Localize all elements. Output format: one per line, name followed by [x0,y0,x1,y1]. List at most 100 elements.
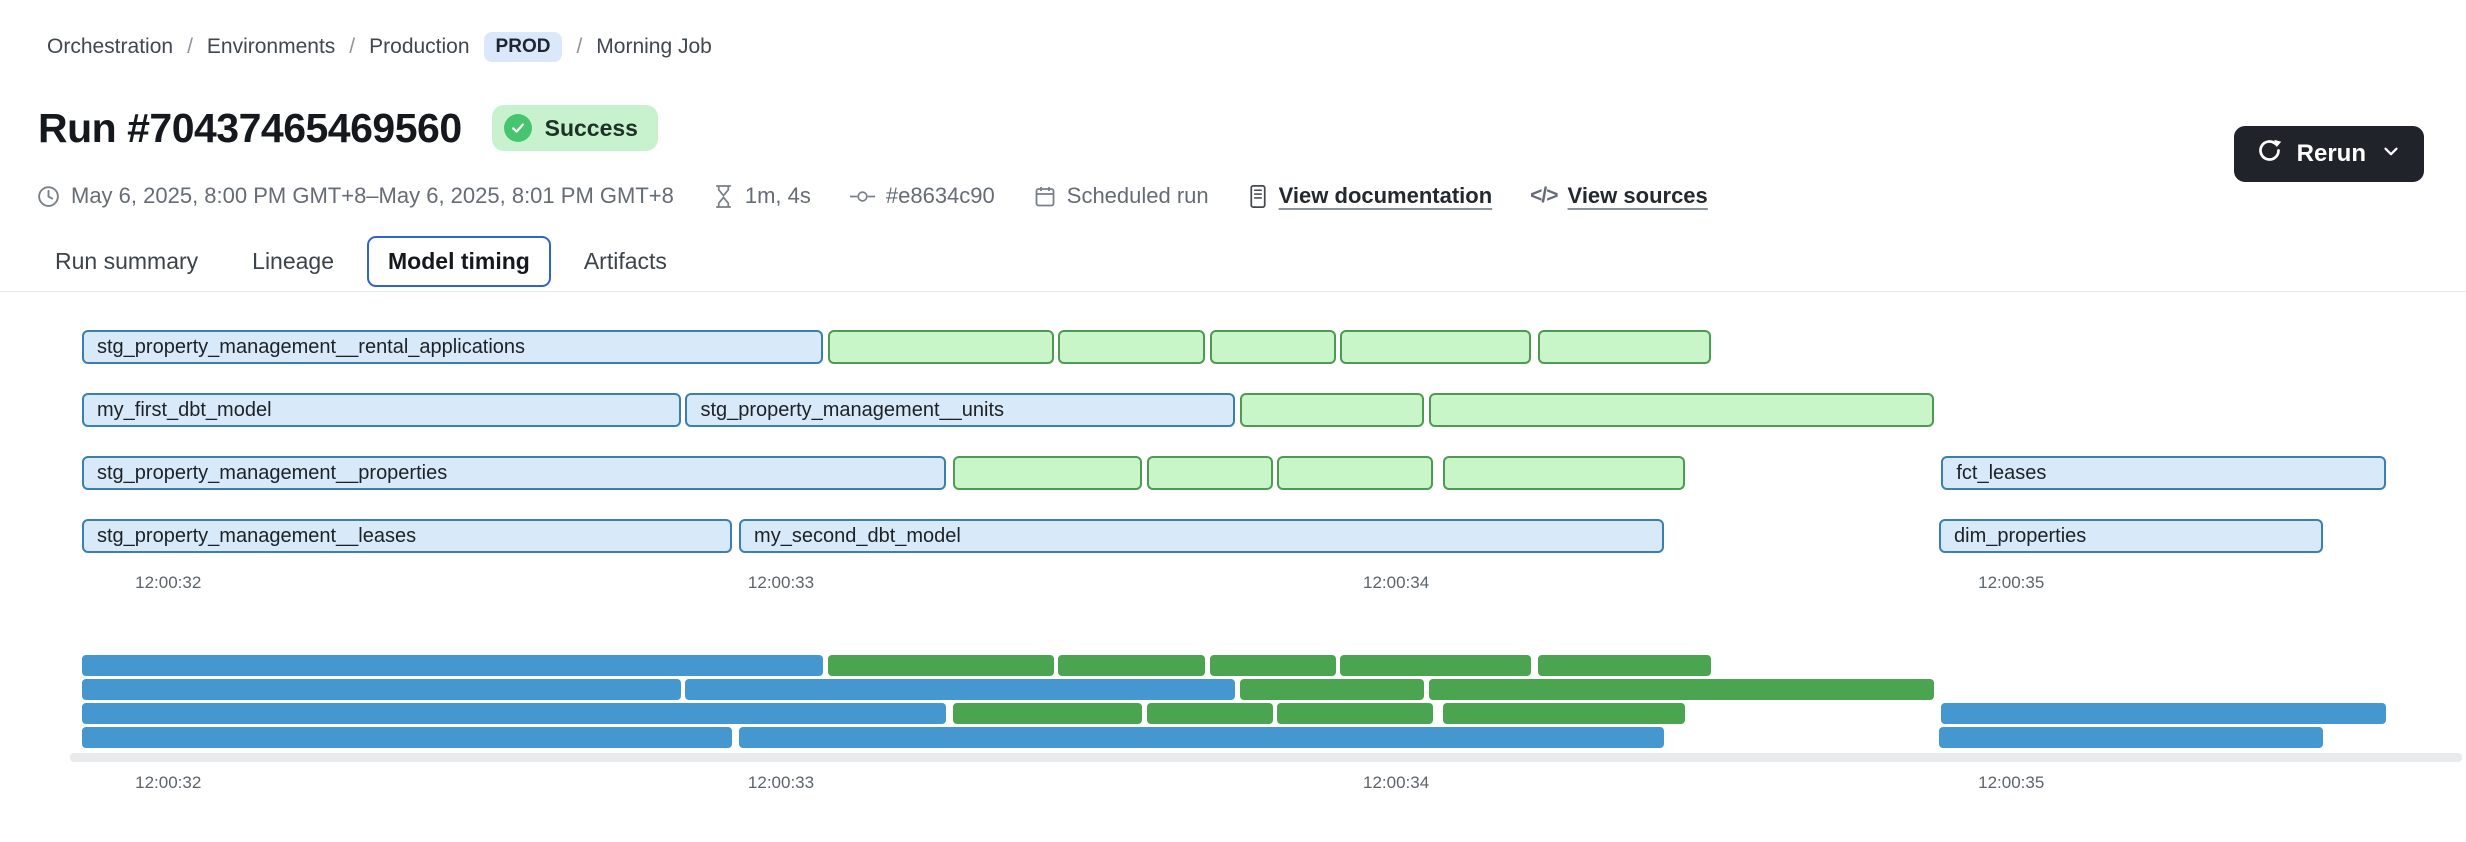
minimap-bar[interactable] [1429,679,1935,700]
gantt-row: stg_property_management__properties fct_l… [82,456,2412,490]
model-bar[interactable]: stg_property_management__properties [82,456,946,490]
breadcrumb-item[interactable]: Environments [207,35,335,59]
minimap-bar[interactable] [828,655,1054,676]
minimap-row [82,655,2412,676]
model-bar[interactable]: stg_property_management__leases [82,519,732,553]
model-bar[interactable]: fct_leases [1941,456,2386,490]
breadcrumb-item[interactable]: Orchestration [47,35,173,59]
minimap-bar[interactable] [1340,655,1531,676]
minimap-bar[interactable] [1941,703,2386,724]
page-title: Run #70437465469560 [38,105,462,152]
bar-label: dim_properties [1941,525,2086,548]
minimap-bar[interactable] [82,703,946,724]
minimap-row [82,703,2412,724]
run-trigger: Scheduled run [1033,183,1209,209]
breadcrumb-separator: / [187,35,193,59]
breadcrumb: Orchestration / Environments / Production PRO… [47,30,2466,64]
model-bar[interactable]: dim_properties [1939,519,2323,553]
timing-bar[interactable] [1240,393,1424,427]
bar-label: my_first_dbt_model [84,399,272,422]
timing-bar[interactable] [1340,330,1531,364]
gantt-row: stg_property_management__leases my_second… [82,519,2412,553]
minimap-x-axis: 12:00:32 12:00:33 12:00:34 12:00:35 [82,773,2412,799]
hourglass-icon [712,184,735,209]
document-icon [1247,184,1269,209]
refresh-icon [2256,137,2283,171]
timing-bar[interactable] [1058,330,1205,364]
timing-bar[interactable] [1429,393,1935,427]
breadcrumb-item[interactable]: Production [369,35,469,59]
run-meta-row: May 6, 2025, 8:00 PM GMT+8–May 6, 2025, … [36,182,2466,210]
chevron-down-icon [2380,140,2402,169]
view-documentation-link[interactable]: View documentation [1247,183,1493,209]
status-label: Success [545,115,638,142]
commit-icon [849,184,876,209]
run-time-range: May 6, 2025, 8:00 PM GMT+8–May 6, 2025, … [36,183,674,209]
check-icon [504,114,532,142]
timing-bar[interactable] [1538,330,1710,364]
timing-bar[interactable] [1210,330,1336,364]
timing-bar[interactable] [953,456,1142,490]
minimap-scroll-track[interactable] [70,753,2462,762]
tab-model-timing[interactable]: Model timing [367,236,551,287]
minimap-bar[interactable] [1240,679,1424,700]
environment-badge: PROD [484,32,563,62]
bar-label: stg_property_management__leases [84,525,416,548]
model-bar[interactable]: my_second_dbt_model [739,519,1664,553]
axis-tick-label: 12:00:34 [1363,573,1429,593]
rerun-button[interactable]: Rerun [2234,126,2424,182]
timing-bar[interactable] [1277,456,1433,490]
minimap-bar[interactable] [1058,655,1205,676]
axis-tick-label: 12:00:35 [1978,773,2044,793]
run-duration: 1m, 4s [712,183,811,209]
breadcrumb-separator: / [576,35,582,59]
minimap-bar[interactable] [1443,703,1685,724]
axis-tick-label: 12:00:32 [135,773,201,793]
minimap-bar[interactable] [1538,655,1710,676]
run-tabs: Run summaryLineageModel timingArtifacts [34,236,2466,286]
tab-run-summary[interactable]: Run summary [34,236,219,287]
axis-tick-label: 12:00:33 [748,773,814,793]
minimap-row [82,679,2412,700]
minimap-bar[interactable] [1277,703,1433,724]
gantt-row: my_first_dbt_model stg_property_managemen… [82,393,2412,427]
minimap-bar[interactable] [82,727,732,748]
minimap-bar[interactable] [685,679,1235,700]
minimap-bar[interactable] [1147,703,1273,724]
code-icon: </> [1530,184,1557,208]
status-badge: Success [492,105,658,151]
minimap-row [82,727,2412,748]
bar-label: fct_leases [1943,462,2046,485]
rerun-label: Rerun [2297,140,2366,168]
title-row: Run #70437465469560 Success [38,100,2466,156]
model-bar[interactable]: my_first_dbt_model [82,393,681,427]
axis-tick-label: 12:00:34 [1363,773,1429,793]
breadcrumb-item: Morning Job [596,35,712,59]
axis-tick-label: 12:00:33 [748,573,814,593]
minimap-bar[interactable] [82,655,823,676]
timing-x-axis: 12:00:32 12:00:33 12:00:34 12:00:35 [82,573,2412,599]
minimap-bar[interactable] [953,703,1142,724]
minimap-bar[interactable] [1210,655,1336,676]
model-bar[interactable]: stg_property_management__units [685,393,1235,427]
model-bar[interactable]: stg_property_management__rental_applicat… [82,330,823,364]
axis-tick-label: 12:00:32 [135,573,201,593]
view-sources-link[interactable]: </> View sources [1530,183,1708,209]
bar-label: my_second_dbt_model [741,525,961,548]
commit-sha: #e8634c90 [849,183,995,209]
timing-bar[interactable] [1147,456,1273,490]
axis-tick-label: 12:00:35 [1978,573,2044,593]
gantt-row: stg_property_management__rental_applicat… [82,330,2412,364]
tab-artifacts[interactable]: Artifacts [563,236,688,287]
bar-label: stg_property_management__properties [84,462,447,485]
minimap-bar[interactable] [82,679,681,700]
timing-bar[interactable] [828,330,1054,364]
breadcrumb-separator: / [349,35,355,59]
calendar-icon [1033,184,1057,209]
timing-bar[interactable] [1443,456,1685,490]
minimap-bar[interactable] [739,727,1664,748]
minimap-bar[interactable] [1939,727,2323,748]
tab-lineage[interactable]: Lineage [231,236,355,287]
bar-label: stg_property_management__rental_applicat… [84,336,525,359]
